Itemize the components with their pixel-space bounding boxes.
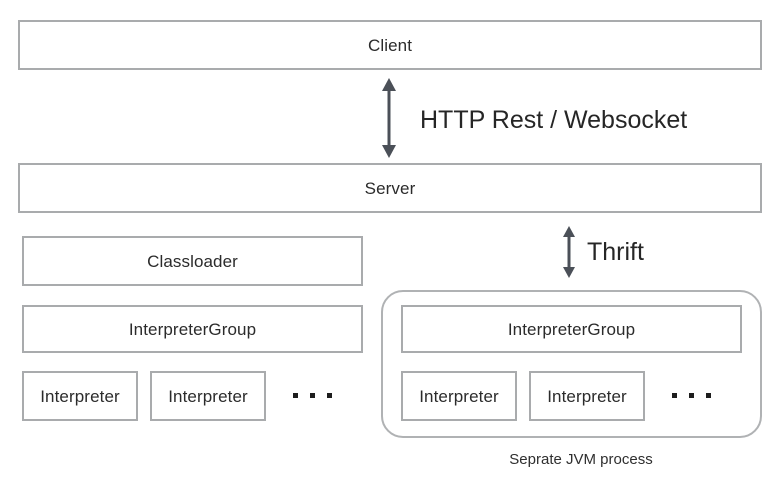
more-interpreters-ellipsis-icon xyxy=(293,393,332,398)
thrift-connection-label: Thrift xyxy=(587,238,644,266)
client-box: Client xyxy=(18,20,762,70)
interpreter-group-box-left: InterpreterGroup xyxy=(22,305,363,353)
http-bidirectional-arrow-icon xyxy=(382,78,396,158)
thrift-bidirectional-arrow-icon xyxy=(563,226,575,278)
classloader-box: Classloader xyxy=(22,236,363,286)
interpreter-box: Interpreter xyxy=(150,371,266,421)
interpreter-box: Interpreter xyxy=(22,371,138,421)
server-box: Server xyxy=(18,163,762,213)
http-connection-label: HTTP Rest / Websocket xyxy=(420,106,688,134)
jvm-process-caption-text: Seprate JVM process xyxy=(509,451,653,468)
interpreter-box: Interpreter xyxy=(529,371,645,421)
interpreter-group-box-right: InterpreterGroup xyxy=(401,305,742,353)
interpreter-box: Interpreter xyxy=(401,371,517,421)
jvm-process-caption: Seprate JVM process xyxy=(0,452,780,467)
more-interpreters-ellipsis-icon xyxy=(672,393,711,398)
